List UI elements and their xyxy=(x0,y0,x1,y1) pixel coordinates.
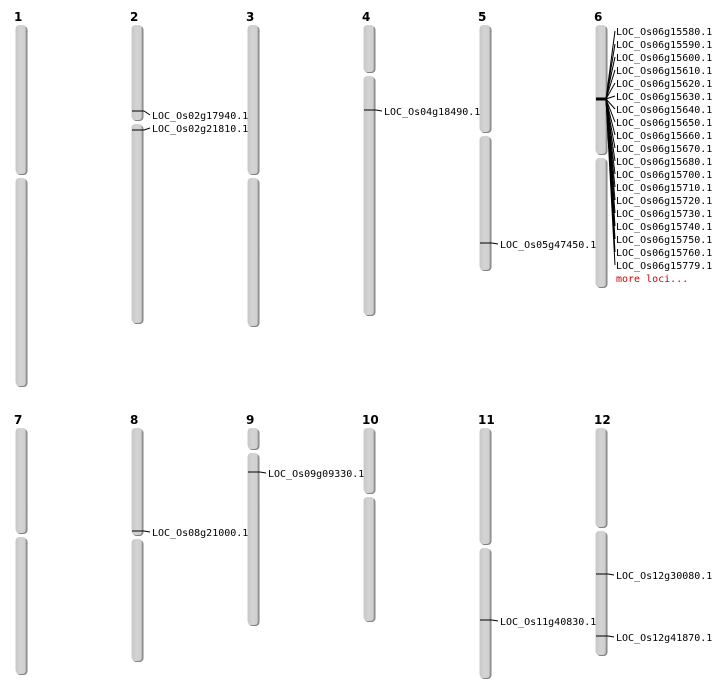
locus-label[interactable]: LOC_Os06g15580.1 xyxy=(616,27,712,38)
chromosome-1[interactable]: 1 xyxy=(14,10,28,387)
chromosome-arm xyxy=(131,428,143,535)
chromosome-arm xyxy=(15,178,27,386)
chromosome-arm xyxy=(15,25,27,174)
chromosome-arm xyxy=(595,428,607,527)
locus-connector xyxy=(143,110,151,116)
chromosome-label: 4 xyxy=(362,10,370,24)
chromosome-arm xyxy=(479,548,491,678)
chromosome-10[interactable]: 10 xyxy=(362,413,379,622)
locus-connector xyxy=(259,471,267,474)
locus-label[interactable]: LOC_Os09g09330.1 xyxy=(268,469,364,480)
chromosome-label: 8 xyxy=(130,413,138,427)
locus-label[interactable]: LOC_Os04g18490.1 xyxy=(384,107,480,118)
chromosome-arm xyxy=(15,428,27,533)
locus-label[interactable]: LOC_Os06g15680.1 xyxy=(616,157,712,168)
locus-label[interactable]: LOC_Os06g15630.1 xyxy=(616,92,712,103)
chromosome-label: 9 xyxy=(246,413,254,427)
locus-connector xyxy=(605,95,616,100)
chromosome-arm xyxy=(363,25,375,72)
chromosome-label: 11 xyxy=(478,413,495,427)
locus-label[interactable]: LOC_Os12g30080.1 xyxy=(616,571,712,582)
chromosome-arm xyxy=(363,76,375,315)
locus-connector xyxy=(607,635,615,638)
chromosome-label: 12 xyxy=(594,413,611,427)
locus-connector xyxy=(605,98,616,123)
locus-connector xyxy=(143,530,151,533)
locus-connector xyxy=(143,127,151,131)
chromosome-label: 2 xyxy=(130,10,138,24)
locus-label[interactable]: LOC_Os06g15620.1 xyxy=(616,79,712,90)
chromosome-label: 10 xyxy=(362,413,379,427)
locus-label[interactable]: LOC_Os06g15660.1 xyxy=(616,131,712,142)
chromosome-arm xyxy=(131,124,143,323)
locus-label[interactable]: LOC_Os11g40830.1 xyxy=(500,617,596,628)
locus-label[interactable]: LOC_Os06g15710.1 xyxy=(616,183,712,194)
locus-label[interactable]: LOC_Os06g15720.1 xyxy=(616,196,712,207)
locus-label[interactable]: LOC_Os06g15700.1 xyxy=(616,170,712,181)
chromosome-arm xyxy=(595,158,607,287)
locus-connector xyxy=(375,109,383,112)
locus-label[interactable]: LOC_Os08g21000.1 xyxy=(152,528,248,539)
locus-connector xyxy=(491,619,499,622)
locus-label[interactable]: LOC_Os06g15590.1 xyxy=(616,40,712,51)
locus-label[interactable]: LOC_Os06g15760.1 xyxy=(616,248,712,259)
more-loci-link[interactable]: more loci... xyxy=(616,274,688,285)
chromosome-arm xyxy=(479,428,491,544)
chromosome-6[interactable]: 6LOC_Os06g15580.1LOC_Os06g15590.1LOC_Os0… xyxy=(594,10,712,288)
locus-label[interactable]: LOC_Os05g47450.1 xyxy=(500,240,596,251)
locus-label[interactable]: LOC_Os06g15640.1 xyxy=(616,105,712,116)
chromosome-arm xyxy=(247,428,259,449)
locus-connector xyxy=(605,69,616,100)
chromosome-label: 3 xyxy=(246,10,254,24)
chromosome-arm xyxy=(247,178,259,326)
locus-label[interactable]: LOC_Os02g21810.1 xyxy=(152,124,248,135)
locus-label[interactable]: LOC_Os06g15730.1 xyxy=(616,209,712,220)
locus-connector xyxy=(491,242,499,245)
chromosome-arm xyxy=(595,531,607,655)
chromosome-arm xyxy=(595,25,607,154)
chromosome-label: 6 xyxy=(594,10,602,24)
locus-label[interactable]: LOC_Os06g15750.1 xyxy=(616,235,712,246)
chromosome-arm xyxy=(479,25,491,132)
locus-label[interactable]: LOC_Os06g15610.1 xyxy=(616,66,712,77)
locus-label[interactable]: LOC_Os12g41870.1 xyxy=(616,633,712,644)
chromosome-label: 5 xyxy=(478,10,486,24)
locus-connector xyxy=(605,82,616,100)
chromosome-label: 1 xyxy=(14,10,22,24)
chromosome-arm xyxy=(131,25,143,120)
chromosome-arm xyxy=(247,25,259,174)
locus-label[interactable]: LOC_Os02g17940.1 xyxy=(152,111,248,122)
chromosome-arm xyxy=(479,136,491,270)
chromosome-label: 7 xyxy=(14,413,22,427)
chromosome-3[interactable]: 3 xyxy=(246,10,260,327)
chromosome-arm xyxy=(363,428,375,493)
locus-connector xyxy=(605,98,616,266)
chromosome-arm xyxy=(15,537,27,674)
locus-connector xyxy=(605,56,616,100)
locus-label[interactable]: LOC_Os06g15670.1 xyxy=(616,144,712,155)
chromosome-7[interactable]: 7 xyxy=(14,413,28,675)
locus-label[interactable]: LOC_Os06g15650.1 xyxy=(616,118,712,129)
locus-label[interactable]: LOC_Os06g15600.1 xyxy=(616,53,712,64)
chromosome-arm xyxy=(247,453,259,625)
locus-connector xyxy=(607,573,615,576)
locus-connector xyxy=(605,98,616,110)
locus-label[interactable]: LOC_Os06g15740.1 xyxy=(616,222,712,233)
locus-label[interactable]: LOC_Os06g15779.1 xyxy=(616,261,712,272)
chromosome-arm xyxy=(363,497,375,621)
chromosome-arm xyxy=(131,539,143,661)
